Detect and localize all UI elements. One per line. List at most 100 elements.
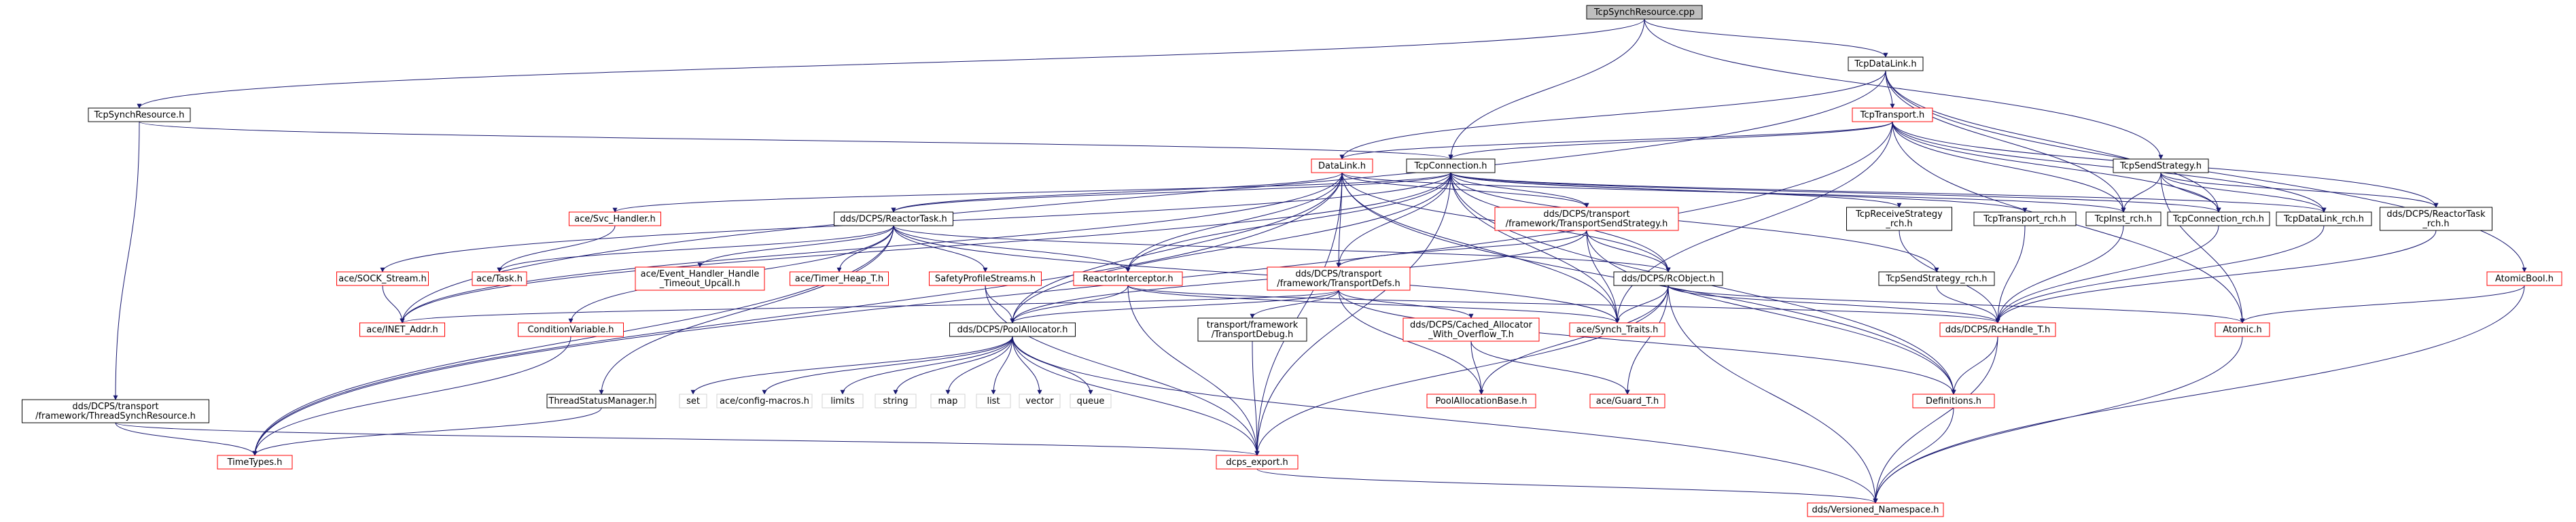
node-reactorinterceptor_h[interactable]: ReactorInterceptor.h bbox=[1073, 271, 1183, 286]
edge-tcpinst_rch-to-rchandle_t_h bbox=[1995, 225, 2124, 324]
node-box bbox=[1406, 158, 1496, 173]
node-rchandle_t_h[interactable]: dds/DCPS/RcHandle_T.h bbox=[1939, 322, 2056, 337]
node-box bbox=[1267, 266, 1411, 291]
node-label: ace/Synch_Traits.h bbox=[1576, 325, 1659, 335]
node-transportsendstrategy_h[interactable]: dds/DCPS/transport/framework/TransportSe… bbox=[1494, 207, 1679, 231]
node-box bbox=[679, 394, 707, 408]
edge-tcpdatalink_rch-to-rchandle_t_h bbox=[1995, 225, 2325, 324]
node-event_handler_h[interactable]: ace/Event_Handler_Handle_Timeout_Upcall.… bbox=[635, 266, 765, 291]
edge-rcobject_h-to-synch_traits_h bbox=[1615, 285, 1669, 324]
node-label: _rch.h bbox=[1885, 219, 1912, 229]
node-task_h[interactable]: ace/Task.h bbox=[472, 271, 527, 286]
edge-transportdefs_h-to-pooallocator_h bbox=[1010, 290, 1339, 324]
node-threadstatusmanager_h[interactable]: ThreadStatusManager.h bbox=[546, 394, 656, 408]
node-threadsynchresource_h[interactable]: dds/DCPS/transport/framework/ThreadSynch… bbox=[22, 399, 209, 423]
node-label: transport/framework bbox=[1207, 320, 1299, 330]
node-atomicbool_h[interactable]: AtomicBool.h bbox=[2486, 271, 2562, 286]
node-timer_heap_h[interactable]: ace/Timer_Heap_T.h bbox=[790, 271, 889, 286]
edge-transportsendstrategy_h-to-rcobject_h bbox=[1586, 230, 1671, 273]
node-synch_traits_h[interactable]: ace/Synch_Traits.h bbox=[1569, 322, 1665, 337]
node-root[interactable]: TcpSynchResource.cpp bbox=[1586, 5, 1703, 20]
node-tcpsendstrategy_rch[interactable]: TcpSendStrategy_rch.h bbox=[1878, 271, 1995, 286]
node-box bbox=[1589, 394, 1665, 408]
edge-dcps_export_h-to-versioned_namespace_h bbox=[1256, 468, 1878, 504]
node-label: ace/config-macros.h bbox=[720, 396, 809, 406]
edge-tcpdatalink_h-to-datalink_h bbox=[1339, 70, 1886, 160]
node-cached_allocator_h[interactable]: dds/DCPS/Cached_Allocator_With_Overflow_… bbox=[1402, 317, 1540, 342]
node-tcpsendstrategy_h[interactable]: TcpSendStrategy.h bbox=[2113, 158, 2209, 173]
node-box bbox=[336, 271, 429, 286]
node-tcpinst_rch[interactable]: TcpInst_rch.h bbox=[2085, 211, 2162, 226]
node-box bbox=[1073, 271, 1183, 286]
node-dcps_export_h[interactable]: dcps_export.h bbox=[1216, 455, 1299, 470]
node-label: dds/Versioned_Namespace.h bbox=[1812, 505, 1939, 515]
node-definitions_h[interactable]: Definitions.h bbox=[1912, 394, 1995, 408]
edge-rchandle_t_h-to-definitions_h bbox=[1951, 336, 1998, 395]
edge-rcobject_h-to-versioned_namespace_h bbox=[1668, 285, 1878, 504]
node-datalink_h[interactable]: DataLink.h bbox=[1311, 158, 1373, 173]
edge-rcobject_h-to-atomic_h bbox=[1668, 285, 2245, 324]
edge-pooallocator_h-to-dcps_export_h bbox=[1012, 336, 1260, 456]
edge-pooallocator_h-to-map bbox=[945, 336, 1013, 395]
node-tcptransport_h[interactable]: TcpTransport.h bbox=[1852, 107, 1933, 122]
node-label: TcpConnection_rch.h bbox=[2172, 214, 2264, 224]
node-label: ace/SOCK_Stream.h bbox=[338, 274, 427, 284]
edge-datalink_h-to-reactorinterceptor_h bbox=[1125, 172, 1343, 273]
node-tcpsynchresource_h[interactable]: TcpSynchResource.h bbox=[88, 107, 191, 122]
node-label: queue bbox=[1077, 396, 1105, 406]
node-guard_t_h[interactable]: ace/Guard_T.h bbox=[1589, 394, 1665, 408]
node-inet_addr_h[interactable]: ace/INET_Addr.h bbox=[359, 322, 445, 337]
edge-tcptransport_h-to-tcpconnection_h bbox=[1448, 121, 1893, 160]
node-atomic_h[interactable]: Atomic.h bbox=[2215, 322, 2270, 337]
edge-pooallocator_h-to-list bbox=[991, 336, 1013, 395]
edge-tcptransport_h-to-tcpconnection_rch bbox=[1892, 121, 2221, 213]
node-tcpconnection_h[interactable]: TcpConnection.h bbox=[1406, 158, 1496, 173]
node-box bbox=[2380, 207, 2492, 231]
node-poolallocationbase_h[interactable]: PoolAllocationBase.h bbox=[1426, 394, 1536, 408]
edge-datalink_h-to-inet_addr_h bbox=[400, 172, 1343, 324]
node-label: PoolAllocationBase.h bbox=[1435, 396, 1527, 406]
edge-datalink_h-to-transportsendstrategy_h bbox=[1341, 172, 1589, 208]
edge-transportsendstrategy_h-to-transportdefs_h bbox=[1336, 230, 1587, 268]
node-box bbox=[1613, 271, 1723, 286]
edge-reactortask_h-to-task_h bbox=[497, 225, 894, 273]
edge-threadsynchresource_h-to-timetypes_h bbox=[115, 422, 258, 456]
node-box bbox=[1216, 455, 1299, 470]
node-rcobject_h[interactable]: dds/DCPS/RcObject.h bbox=[1613, 271, 1723, 286]
edge-threadsynchresource_h-to-dcps_export_h bbox=[115, 422, 1260, 456]
node-label: vector bbox=[1025, 396, 1054, 406]
edge-definitions_h-to-versioned_namespace_h bbox=[1873, 407, 1954, 504]
edge-pooallocator_h-to-limits bbox=[840, 336, 1013, 395]
node-tcpdatalink_rch[interactable]: TcpDataLink_rch.h bbox=[2276, 211, 2372, 226]
node-tcpreceivestrategy_rch[interactable]: TcpReceiveStrategy_rch.h bbox=[1846, 207, 1952, 231]
node-sock_stream_h[interactable]: ace/SOCK_Stream.h bbox=[336, 271, 429, 286]
node-versioned_namespace_h[interactable]: dds/Versioned_Namespace.h bbox=[1807, 502, 1944, 517]
edge-cached_allocator_h-to-guard_t_h bbox=[1470, 341, 1630, 395]
node-conditionvariable_h[interactable]: ConditionVariable.h bbox=[518, 322, 624, 337]
node-tcpdatalink_h[interactable]: TcpDataLink.h bbox=[1848, 56, 1924, 71]
node-tcpconnection_rch[interactable]: TcpConnection_rch.h bbox=[2167, 211, 2270, 226]
node-label: TcpSendStrategy.h bbox=[2119, 161, 2202, 171]
node-pooallocator_h[interactable]: dds/DCPS/PoolAllocator.h bbox=[949, 322, 1076, 337]
edge-pooallocator_h-to-queue bbox=[1012, 336, 1093, 395]
node-box bbox=[1197, 317, 1307, 342]
node-box bbox=[716, 394, 813, 408]
edge-tcpconnection_h-to-tcpconnection_rch bbox=[1450, 172, 2221, 213]
edge-transportsendstrategy_h-to-definitions_h bbox=[1586, 230, 1956, 395]
node-timetypes_h[interactable]: TimeTypes.h bbox=[217, 455, 293, 470]
edge-tcpconnection_h-to-pooallocator_h bbox=[1010, 172, 1451, 324]
node-box bbox=[1912, 394, 1995, 408]
node-label: TcpSynchResource.h bbox=[94, 110, 185, 120]
edge-tcpconnection_h-to-dcps_export_h bbox=[1254, 172, 1451, 456]
node-transportdebug_h[interactable]: transport/framework/TransportDebug.h bbox=[1197, 317, 1307, 342]
node-tcptransport_rch[interactable]: TcpTransport_rch.h bbox=[1973, 211, 2077, 226]
node-label: ConditionVariable.h bbox=[527, 325, 614, 335]
node-safetyprofilestreams_h[interactable]: SafetyProfileStreams.h bbox=[929, 271, 1042, 286]
node-reactortask_rch[interactable]: dds/DCPS/ReactorTask_rch.h bbox=[2380, 207, 2492, 231]
node-reactortask_h[interactable]: dds/DCPS/ReactorTask.h bbox=[834, 211, 953, 226]
node-box bbox=[976, 394, 1011, 408]
edge-pooallocator_h-to-versioned_namespace_h bbox=[1012, 336, 1878, 504]
node-vector: vector bbox=[1019, 394, 1061, 408]
node-svc_handler_h[interactable]: ace/Svc_Handler.h bbox=[569, 211, 661, 226]
node-transportdefs_h[interactable]: dds/DCPS/transport/framework/TransportDe… bbox=[1267, 266, 1411, 291]
